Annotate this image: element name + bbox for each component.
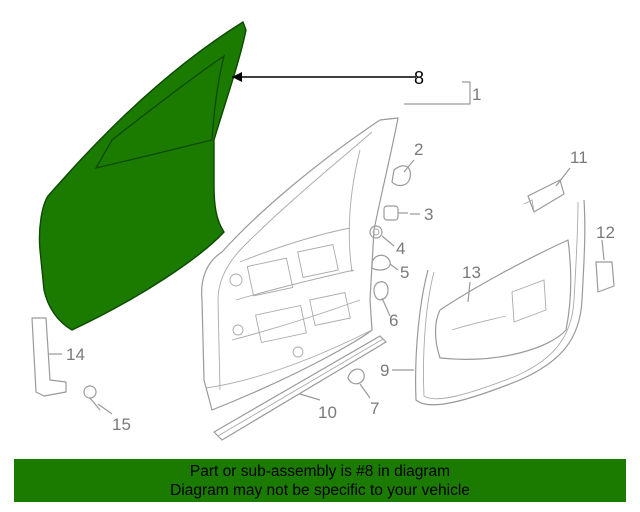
part-14-bracket[interactable] [31, 317, 67, 397]
part-5-grommet[interactable] [371, 254, 391, 271]
callout-10: 10 [318, 403, 337, 422]
part-1-door-shell[interactable] [201, 117, 399, 411]
callout-14: 14 [66, 345, 85, 364]
callout-7: 7 [370, 399, 379, 418]
callout-9: 9 [380, 361, 389, 380]
footer-notice-banner: Part or sub-assembly is #8 in diagram Di… [14, 459, 626, 502]
part-10-lower-moulding[interactable] [213, 335, 387, 441]
callout-4: 4 [396, 239, 405, 258]
leader-lines [48, 72, 605, 415]
callout-6: 6 [389, 311, 398, 330]
callout-15: 15 [112, 415, 131, 434]
footer-line-2: Diagram may not be specific to your vehi… [170, 481, 470, 499]
callout-5: 5 [400, 263, 409, 282]
part-13-trim-panel[interactable] [434, 239, 572, 360]
part-4-washer[interactable] [369, 225, 383, 239]
part-2-cap[interactable] [391, 165, 411, 187]
door-parts-diagram: 8 1 2 3 4 5 6 7 9 10 11 12 13 14 15 [31, 20, 615, 441]
part-6-plug[interactable] [373, 281, 389, 301]
part-11-handle-bracket[interactable] [523, 179, 565, 213]
part-15-bolt[interactable] [83, 385, 101, 411]
part-8-window-glass[interactable] [38, 20, 247, 331]
callout-11: 11 [570, 148, 588, 167]
callout-2: 2 [414, 140, 423, 159]
callout-13: 13 [462, 263, 481, 282]
part-7-cover[interactable] [347, 368, 365, 385]
part-12-bracket[interactable] [595, 261, 615, 293]
part-9-weatherstrip[interactable] [415, 199, 586, 406]
callout-12: 12 [596, 223, 615, 242]
callout-8: 8 [414, 68, 424, 88]
callout-1: 1 [472, 85, 481, 104]
part-3-bolt[interactable] [383, 205, 408, 221]
callout-3: 3 [424, 205, 433, 224]
footer-line-1: Part or sub-assembly is #8 in diagram [189, 462, 451, 480]
